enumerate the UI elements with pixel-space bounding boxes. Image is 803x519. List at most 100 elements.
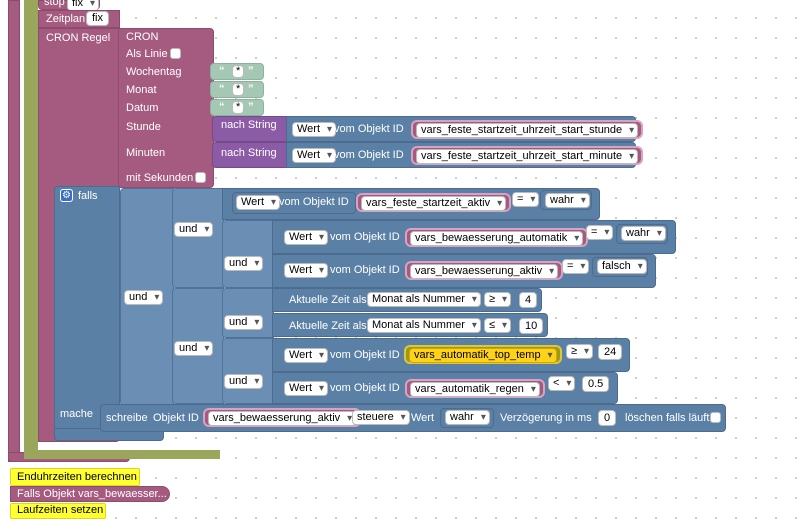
cron-header: CRON (126, 31, 159, 43)
close-quote-icon: ” (248, 65, 254, 77)
und-inner1-dropdown[interactable]: und (224, 256, 264, 271)
zeitplan-name-field[interactable]: fix (86, 11, 109, 26)
cron-block[interactable] (118, 28, 214, 188)
und-top-dropdown[interactable]: und (174, 222, 214, 237)
schreibe-objekt-id-label: Objekt ID (153, 412, 199, 424)
delay-number-field[interactable]: 0 (598, 410, 617, 426)
start-minute-object-dropdown[interactable]: vars_feste_startzeit_uhrzeit_start_minut… (416, 149, 639, 164)
cond4-number-field[interactable]: 4 (519, 292, 538, 308)
cond6-operator-dropdown[interactable]: ≥ (566, 344, 594, 359)
datum-label: Datum (126, 102, 159, 114)
falls-block[interactable] (54, 186, 120, 441)
cond1-bool-dropdown[interactable]: wahr (545, 193, 590, 208)
nach-string-minuten-label: nach String (221, 147, 277, 159)
und-inner3-block[interactable] (222, 338, 274, 404)
delay-label: Verzögerung in ms (500, 412, 592, 424)
laufzeiten-label: Laufzeiten setzen (17, 504, 104, 516)
cond7-object-dropdown[interactable]: vars_automatik_regen (410, 382, 540, 397)
gear-icon[interactable]: ⚙ (60, 189, 73, 202)
falls-objekt-block[interactable] (10, 486, 170, 502)
schreibe-mode-dropdown[interactable]: steuere (352, 410, 410, 425)
enduhrzeiten-label: Enduhrzeiten berechnen (17, 471, 137, 483)
cond2-object-slot[interactable]: vars_bewaesserung_automatik (405, 228, 589, 247)
schreibe-object-slot[interactable]: vars_bewaesserung_aktiv (203, 408, 362, 427)
vom-objekt-id-label: vom Objekt ID (330, 231, 400, 243)
cond3-object-dropdown[interactable]: vars_bewaesserung_aktiv (410, 264, 559, 279)
cond3-operator-dropdown[interactable]: = (562, 259, 590, 274)
cond6-number-field[interactable]: 24 (598, 344, 623, 360)
close-quote-icon: ” (248, 101, 254, 113)
cond5-operator-dropdown[interactable]: ≤ (484, 318, 512, 333)
stunde-label: Stunde (126, 121, 161, 133)
cond2-operator-dropdown[interactable]: = (586, 225, 614, 240)
cond4-operator-dropdown[interactable]: ≥ (484, 292, 512, 307)
cond2-bool-dropdown[interactable]: wahr (621, 226, 666, 241)
mit-sekunden-checkbox[interactable] (195, 172, 206, 183)
zeitplan-label: Zeitplan (46, 13, 86, 25)
datum-text-field[interactable]: * (232, 101, 245, 114)
open-quote-icon: “ (219, 83, 225, 95)
cond7-number-field[interactable]: 0.5 (582, 376, 610, 392)
cond5-zeit-dropdown[interactable]: Monat als Nummer (367, 318, 481, 333)
monat-text-field[interactable]: * (232, 83, 245, 96)
open-quote-icon: “ (219, 65, 225, 77)
enduhrzeiten-block[interactable] (10, 468, 140, 486)
datum-text-block[interactable]: “ * ” (210, 99, 264, 116)
mache-label: mache (60, 408, 94, 420)
cond6-object-slot[interactable]: vars_automatik_top_temp (404, 345, 562, 364)
clear-running-checkbox[interactable] (710, 412, 721, 423)
cond5-number-field[interactable]: 10 (519, 318, 544, 334)
cond7-object-slot[interactable]: vars_automatik_regen (405, 379, 545, 398)
start-minute-object-slot[interactable]: vars_feste_startzeit_uhrzeit_start_minut… (411, 146, 644, 165)
cond1-operator-dropdown[interactable]: = (512, 192, 540, 207)
start-stunde-object-slot[interactable]: vars_feste_startzeit_uhrzeit_start_stund… (411, 120, 644, 139)
als-linie-checkbox[interactable] (170, 48, 181, 59)
monat-text-block[interactable]: “ * ” (210, 81, 264, 98)
wert-stunde-dropdown[interactable]: Wert (292, 122, 337, 137)
mit-sekunden-label: mit Sekunden (126, 172, 194, 184)
cond1-object-slot[interactable]: vars_feste_startzeit_aktiv (356, 193, 512, 212)
und-outer-dropdown[interactable]: und (124, 290, 164, 305)
monat-label: Monat (126, 84, 157, 96)
cond6-object-dropdown[interactable]: vars_automatik_top_temp (409, 348, 557, 363)
vom-objekt-id-label: vom Objekt ID (330, 349, 400, 361)
cond6-wert-dropdown[interactable]: Wert (284, 348, 329, 363)
aktuelle-zeit-label: Aktuelle Zeit als (289, 320, 367, 332)
und-top-block[interactable] (172, 188, 224, 288)
cron-regel-label: CRON Regel (46, 32, 111, 44)
open-quote-icon: “ (219, 101, 225, 113)
close-quote-icon: ” (248, 83, 254, 95)
schreibe-wert-label: Wert (411, 412, 435, 424)
vom-objekt-id-label: vom Objekt ID (334, 149, 404, 161)
wochentag-text-block[interactable]: “ * ” (210, 63, 264, 80)
wochentag-text-field[interactable]: * (232, 65, 245, 78)
und-inner2-block[interactable] (222, 288, 274, 338)
vom-objekt-id-label: vom Objekt ID (279, 196, 349, 208)
cond3-bool-dropdown[interactable]: falsch (597, 259, 647, 274)
cond3-object-slot[interactable]: vars_bewaesserung_aktiv (405, 261, 564, 280)
nach-string-minuten-block[interactable] (212, 142, 288, 168)
start-stunde-object-dropdown[interactable]: vars_feste_startzeit_uhrzeit_start_stund… (416, 123, 639, 138)
cond7-operator-dropdown[interactable]: < (548, 376, 576, 391)
und-bottom-dropdown[interactable]: und (174, 341, 214, 356)
und-inner3-dropdown[interactable]: und (224, 374, 264, 389)
und-inner1-block[interactable] (222, 220, 274, 288)
minuten-label: Minuten (126, 147, 166, 159)
falls-objekt-label: Falls Objekt vars_bewaesser... (17, 488, 167, 500)
wert-minute-dropdown[interactable]: Wert (292, 148, 337, 163)
cond2-object-dropdown[interactable]: vars_bewaesserung_automatik (410, 231, 584, 246)
cond1-wert-dropdown[interactable]: Wert (236, 195, 281, 210)
schreibe-bool-dropdown[interactable]: wahr (445, 410, 490, 425)
cond3-wert-dropdown[interactable]: Wert (284, 263, 329, 278)
cond4-zeit-dropdown[interactable]: Monat als Nummer (367, 292, 481, 307)
cond1-object-dropdown[interactable]: vars_feste_startzeit_aktiv (361, 196, 507, 211)
cond7-wert-dropdown[interactable]: Wert (284, 381, 329, 396)
als-linie-label: Als Linie (126, 48, 168, 60)
cond2-wert-dropdown[interactable]: Wert (284, 230, 329, 245)
schreibe-object-dropdown[interactable]: vars_bewaesserung_aktiv (208, 411, 357, 426)
schreibe-label: schreibe (106, 412, 148, 424)
nach-string-stunde-block[interactable] (212, 116, 288, 142)
olive-stack-footer (24, 450, 220, 459)
vom-objekt-id-label: vom Objekt ID (334, 123, 404, 135)
und-inner2-dropdown[interactable]: und (224, 315, 264, 330)
